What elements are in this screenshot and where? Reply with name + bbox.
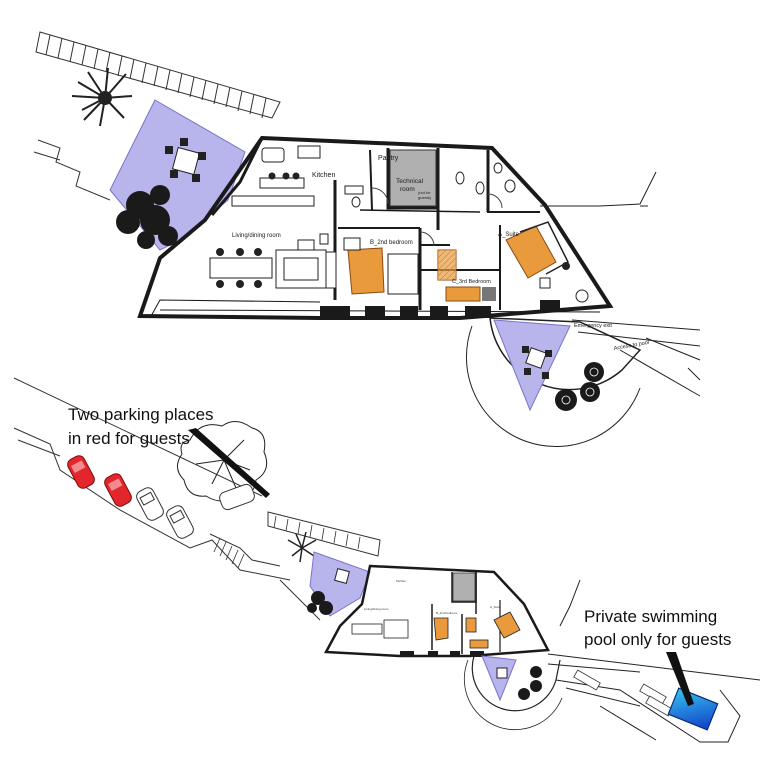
- parking-annotation-line2: in red for guests: [68, 429, 190, 448]
- guest-car-icon: [104, 473, 132, 507]
- palm-tree-icon: [287, 531, 317, 563]
- palm-tree-icon: [71, 67, 133, 127]
- parking-callout: Two parking places in red for guests: [68, 405, 270, 498]
- pool-annotation-line1: Private swimming: [584, 607, 717, 626]
- room-label-pantry: Pantry: [378, 155, 399, 162]
- pool-pointer: [666, 652, 694, 706]
- parking-annotation-line1: Two parking places: [68, 405, 214, 424]
- a-suite-furniture: [505, 221, 589, 303]
- road-stairs: [213, 515, 361, 569]
- sun-lounger-icon: [573, 669, 673, 717]
- car-icon: [219, 483, 255, 511]
- terrace-area-small: [309, 551, 371, 617]
- living-room-furniture: [209, 233, 337, 289]
- bush-icon: [307, 591, 333, 615]
- technical-room-fill: [389, 149, 437, 207]
- sanitary-icons: [351, 162, 516, 208]
- svg-text:B_2nd bedroom: B_2nd bedroom: [436, 611, 458, 615]
- pool-path: [547, 579, 761, 743]
- building-walls: [137, 135, 614, 320]
- door-swings: [371, 187, 503, 247]
- guest-car-icon: [67, 455, 95, 489]
- room-label-living: Living/dining room: [232, 233, 281, 239]
- c-bedroom-furniture: [437, 249, 496, 302]
- swimming-pool: [667, 687, 719, 731]
- pool-annotation-line2: pool only for guests: [584, 630, 731, 649]
- car-icon: [136, 487, 164, 521]
- lower-site-plan: Kitchen Living/dining room B_2nd bedroom…: [13, 377, 761, 743]
- room-label-c-bedroom: C_3rd Bedroom: [452, 279, 491, 285]
- terrace-table-icon: [165, 138, 206, 182]
- road-lines: [13, 377, 381, 621]
- car-icon: [166, 505, 194, 539]
- top-stairs: [35, 31, 281, 119]
- label-emergency-exit: Emergency exit: [574, 323, 612, 329]
- small-wall-blocks: [400, 651, 484, 657]
- small-technical-room: [452, 572, 476, 602]
- small-building-labels: Kitchen Living/dining room B_2nd bedroom…: [364, 579, 501, 615]
- svg-text:Living/dining room: Living/dining room: [364, 607, 389, 611]
- shrub-icon: [584, 362, 604, 382]
- terrain-line: [37, 139, 111, 201]
- small-lower-terrace: [463, 655, 563, 731]
- svg-text:A_Suite: A_Suite: [490, 605, 501, 609]
- svg-text:Kitchen: Kitchen: [396, 579, 406, 583]
- room-label-b-bedroom: B_2nd bedroom: [370, 240, 413, 246]
- b-bedroom-furniture: [343, 237, 419, 295]
- wall-blocks: [320, 300, 560, 318]
- lower-terrace: [465, 317, 642, 448]
- small-building-furniture: [351, 611, 521, 649]
- shrub-icon: [555, 389, 577, 411]
- path-lines: [540, 171, 701, 397]
- room-label-kitchen: Kitchen: [312, 172, 335, 179]
- pool-callout: Private swimming pool only for guests: [584, 607, 731, 706]
- label-access-pool: Access to pool: [613, 340, 649, 352]
- tree-outline-icon: [177, 421, 268, 502]
- kitchen-furniture: [231, 145, 364, 207]
- bush-icon: [116, 185, 178, 249]
- terrain-line: [33, 151, 61, 161]
- room-label-a-suite: A_Suite: [498, 232, 520, 238]
- parking-pointer: [188, 428, 270, 498]
- shrub-icon: [580, 382, 600, 402]
